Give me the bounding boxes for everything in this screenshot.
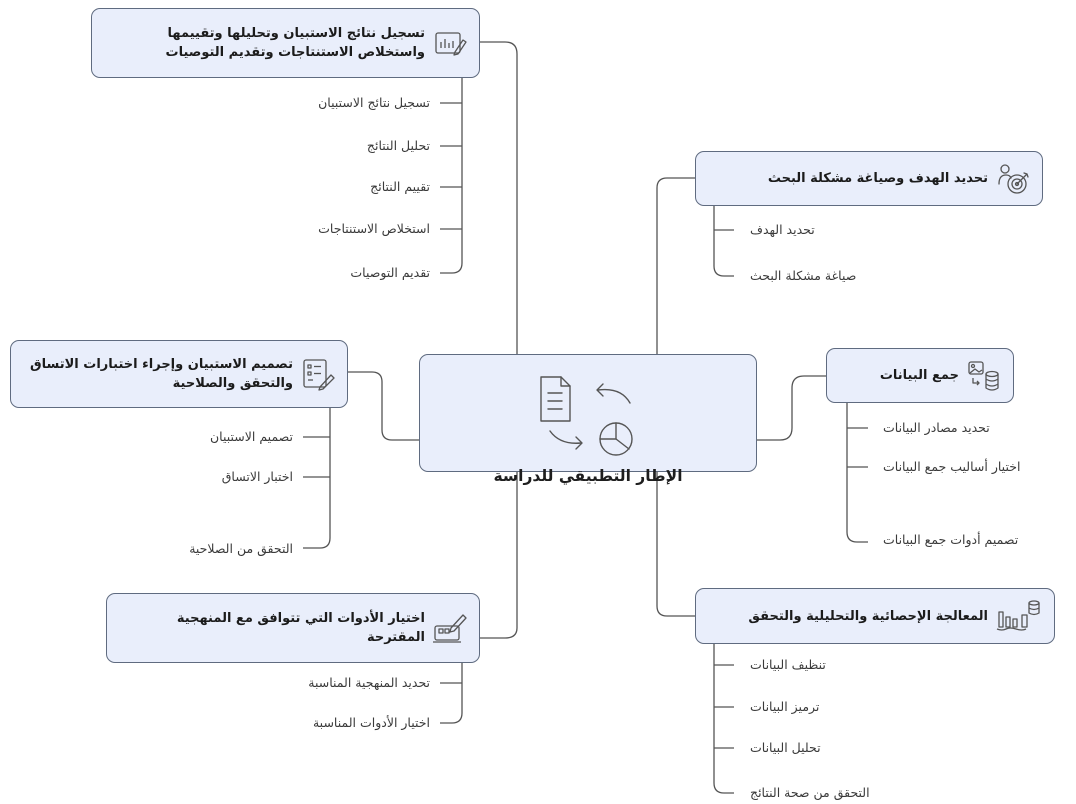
list-item: تقديم التوصيات bbox=[350, 265, 430, 280]
image-database-icon bbox=[967, 359, 1001, 393]
list-item: تحديد المنهجية المناسبة bbox=[308, 675, 430, 690]
branch-define-goal[interactable]: تحديد الهدف وصياغة مشكلة البحث bbox=[695, 151, 1043, 206]
list-item: ترميز البيانات bbox=[750, 699, 820, 714]
target-person-icon bbox=[996, 162, 1030, 196]
list-item: تحديد الهدف bbox=[750, 222, 815, 237]
list-item: تنظيف البيانات bbox=[750, 657, 826, 672]
branch-title: جمع البيانات bbox=[879, 368, 959, 383]
list-item: اختيار أساليب جمع البيانات bbox=[883, 459, 1021, 474]
branch-title: المعالجة الإحصائية والتحليلية والتحقق bbox=[748, 608, 988, 624]
list-item: التحقق من الصلاحية bbox=[189, 541, 293, 556]
checklist-edit-icon bbox=[301, 357, 335, 391]
list-item: تحليل البيانات bbox=[750, 740, 821, 755]
list-item: تسجيل نتائج الاستبيان bbox=[318, 95, 430, 110]
list-item: تحديد مصادر البيانات bbox=[883, 420, 990, 435]
chart-edit-icon bbox=[433, 26, 467, 60]
list-item: تصميم أدوات جمع البيانات bbox=[883, 532, 1019, 547]
document-pie-cycle-icon bbox=[540, 376, 633, 456]
central-topic-title: الإطار التطبيقي للدراسة bbox=[493, 467, 683, 485]
branch-statistical-processing[interactable]: المعالجة الإحصائية والتحليلية والتحقق bbox=[695, 588, 1055, 644]
list-item: التحقق من صحة النتائج bbox=[750, 785, 870, 800]
branch-collect-data[interactable]: جمع البيانات bbox=[826, 348, 1014, 403]
central-topic-node[interactable]: الإطار التطبيقي للدراسة bbox=[419, 354, 757, 485]
list-item: اختيار الأدوات المناسبة bbox=[312, 715, 430, 730]
list-item: اختبار الاتساق bbox=[221, 469, 293, 484]
list-item: تقييم النتائج bbox=[370, 179, 430, 194]
list-item: استخلاص الاستنتاجات bbox=[318, 221, 430, 236]
list-item: تصميم الاستبيان bbox=[210, 429, 293, 444]
bars-database-icon bbox=[996, 599, 1042, 633]
list-item: صياغة مشكلة البحث bbox=[750, 268, 857, 283]
branch-title: تصميم الاستبيان وإجراء اختبارات الاتساق … bbox=[30, 357, 293, 391]
toolkit-edit-icon bbox=[433, 611, 467, 645]
branch-design-questionnaire[interactable]: تصميم الاستبيان وإجراء اختبارات الاتساق … bbox=[10, 340, 348, 408]
branch-select-tools[interactable]: اختيار الأدوات التي تتوافق مع المنهجية ا… bbox=[106, 593, 480, 663]
branch-title: تحديد الهدف وصياغة مشكلة البحث bbox=[767, 171, 988, 186]
branch-record-results[interactable]: تسجيل نتائج الاستبيان وتحليلها وتقييمها … bbox=[91, 8, 480, 78]
list-item: تحليل النتائج bbox=[366, 138, 430, 153]
branch-title: تسجيل نتائج الاستبيان وتحليلها وتقييمها … bbox=[165, 26, 425, 60]
branch-title: اختيار الأدوات التي تتوافق مع المنهجية ا… bbox=[176, 611, 425, 645]
